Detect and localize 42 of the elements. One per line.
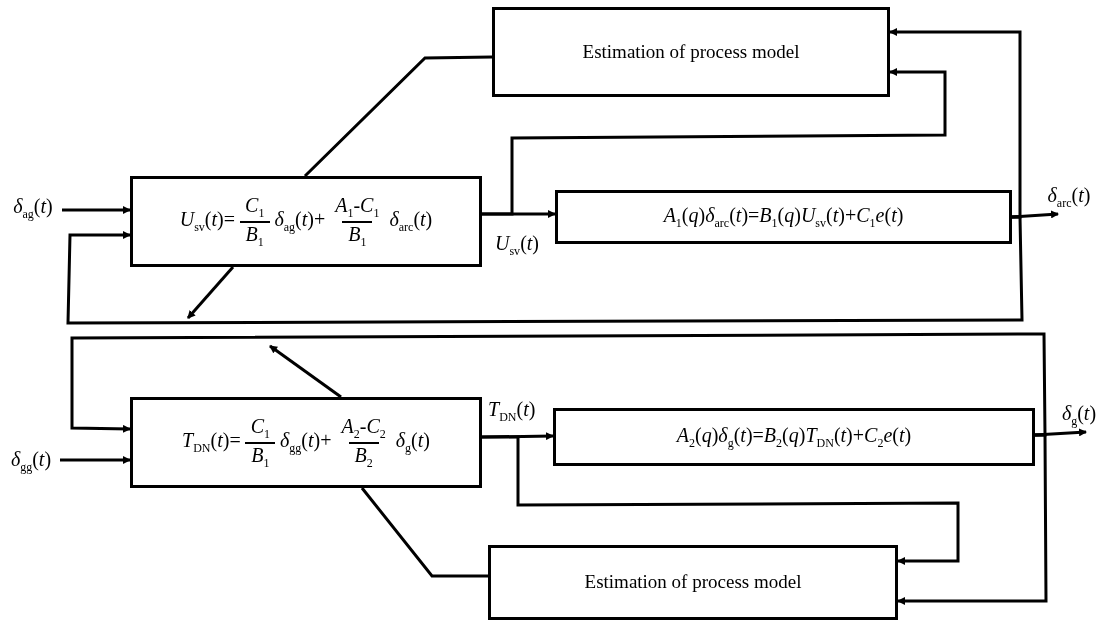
arrow [70,332,1047,437]
fraction-numerator: C$_{1}$ [249,415,272,442]
formula-text: δ$_{ag}$(t)+ [274,208,326,235]
formula-text: A$_{2}$(q)δ$_{g}$(t)=B$_{2}$(q)T$_{DN}$(t)+C$_{2}$e(t) [676,423,912,451]
connector-line [360,487,488,578]
formula-text: δ$_{gg}$(t)+ [280,429,332,456]
fraction-denominator: B$_{1}$ [245,441,276,470]
arrow [62,206,131,214]
arrow [66,215,1024,325]
fraction-numerator: A$_{1}$-C$_{1}$ [333,194,381,221]
arrow [482,68,947,216]
arrow [186,266,235,319]
process-box [130,176,482,267]
estimation-box [488,545,898,620]
process-box [555,190,1012,244]
signal-label: δ$_{gg}$(t) [2,444,60,478]
box-text: Estimation of process model [582,41,800,63]
fraction-denominator: B$_{2}$ [348,441,379,470]
arrow [889,28,1022,219]
arrow [481,432,554,441]
process-box [553,408,1035,466]
fraction-numerator: C$_{1}$ [244,194,266,221]
arrow [269,344,342,399]
arrow [1034,428,1087,437]
formula-text: δ$_{arc}$(t) [389,208,433,235]
fraction-denominator: B$_{1}$ [239,220,270,249]
formula-text: U$_{sv}$(t)= [179,208,236,235]
formula-text: T$_{DN}$(t)= [182,429,241,456]
arrow [482,435,960,565]
box-text: Estimation of process model [584,572,802,593]
signal-label: δ$_{arc}$(t) [1034,180,1104,214]
signal-label: δ$_{ag}$(t) [4,192,62,224]
process-box [130,397,482,488]
connector-line [303,55,493,178]
formula-text: δ$_{g}$(t) [395,429,430,456]
signal-label: δ$_{g}$(t) [1054,398,1104,432]
fraction-numerator: A$_{2}$-C$_{2}$ [339,415,387,442]
arrow [1011,210,1059,219]
estimation-box [492,7,890,97]
fraction-denominator: B$_{1}$ [342,220,373,249]
arrow [60,456,131,464]
formula-text: A$_{1}$(q)δ$_{arc}$(t)=B$_{1}$(q)U$_{sv}$(t)+C$_{1}$e(t) [663,203,904,231]
